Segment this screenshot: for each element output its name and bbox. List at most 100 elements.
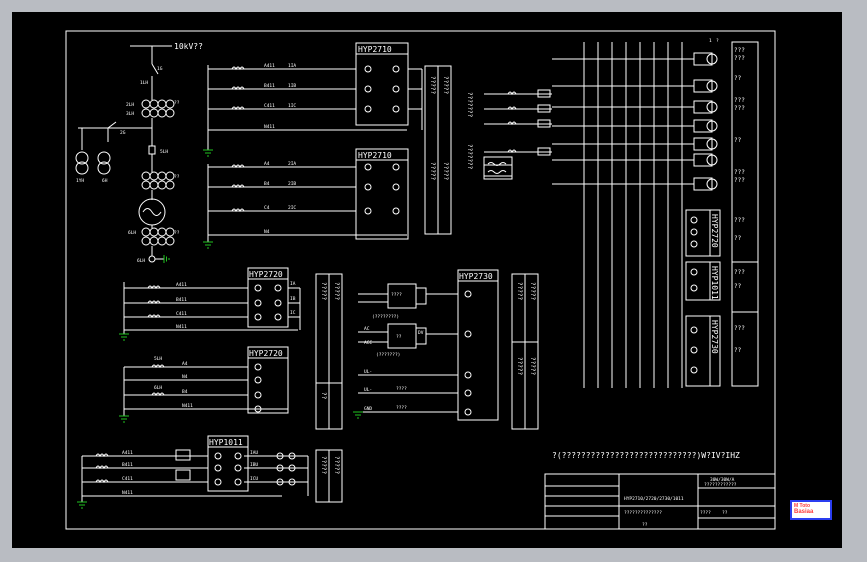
mid-c411: C411 (176, 311, 187, 317)
hyp2710-block-1: A411 B411 C411 N411 1IA 1IB 1IC HYP2710 (203, 42, 423, 157)
wire-a411-label: A411 (264, 63, 275, 69)
terminal-strip-bottom: ????? ????? (315, 449, 343, 503)
rc-14: ?? (734, 347, 742, 354)
converter-1-label: ???? (391, 292, 402, 298)
ref-2ib: 2IB (288, 181, 296, 187)
rc-10: ?? (734, 235, 742, 242)
strip-b-1: ????? (320, 456, 327, 474)
title-qq-2: ?? (642, 522, 648, 528)
rc-7: ??? (734, 169, 745, 176)
ct-group-2-mark: ?? (174, 174, 180, 180)
rc-2: ??? (734, 55, 745, 62)
wire-b411-label: B411 (264, 83, 275, 89)
sig-dv: DV (418, 330, 424, 336)
strip-top-text-3: ????? (429, 162, 436, 180)
drawing-frame (65, 30, 776, 530)
bot-b411: B411 (122, 462, 133, 468)
strip-lm-2: ????? (333, 282, 340, 300)
strip-top-text-4: ????? (442, 162, 449, 180)
mid2-n4: N4 (182, 374, 188, 380)
ct-2lh-label: 2LH (126, 102, 134, 108)
ref-2ia: 2IA (288, 161, 296, 167)
mid-a411: A411 (176, 282, 187, 288)
right-terminal-column: ??? ??? ?? ??? ??? ?? ??? ??? ??? ?? ???… (731, 41, 759, 387)
hyp2720-title-1: HYP2720 (249, 270, 283, 279)
ref-iau: IAU (250, 450, 258, 456)
q4-label-1: ???? (396, 386, 407, 392)
strip-top-text-2: ????? (442, 76, 449, 94)
drawing-note: ?(????????????????????????????)W?IV?IHZ (552, 451, 740, 460)
strip-c-2: ????? (529, 282, 536, 300)
bot-n411: N411 (122, 490, 133, 496)
primary-one-line: 10kV?? 1G 1LH ?? 2LH 3LH 2G 1YH 6H 5LH (75, 42, 203, 264)
mid-n411: N411 (176, 324, 187, 330)
terminal-strip-top: ????? ????? ????? ????? ??????? ??????? (424, 65, 473, 235)
ct-6lh-label: 6LH (128, 230, 136, 236)
rc-12: ?? (734, 283, 742, 290)
cap-left-1: (????????) (372, 314, 399, 320)
title-block: 30W/30W/A ???????????? HYP2710/2720/2730… (544, 473, 776, 530)
ct-label-5lh-mid: 5LH (154, 356, 162, 362)
hyp2710-block-2: A4 B4 C4 N4 2IA 2IB 2IC HYP2710 (203, 148, 409, 249)
sig-acc: ACC (364, 340, 372, 346)
converter-block-2 (387, 323, 417, 349)
ct-group-1-mark: ?? (174, 100, 180, 106)
mid2-n411: N411 (182, 403, 193, 409)
wire-n4-label: N4 (264, 229, 270, 235)
rc-5: ??? (734, 105, 745, 112)
hyp2730-title: HYP2730 (459, 272, 493, 281)
ct-label-6lh-mid: 6LH (154, 385, 162, 391)
ct-3lh-label: 3LH (126, 111, 134, 117)
hyp2730-block: HYP2730 ???? (????????) ?? (???????) AC … (353, 269, 499, 421)
title-q: ???? (700, 510, 711, 516)
title-hdr: 30W/30W/A (710, 477, 735, 483)
cad-viewport[interactable]: 10kV?? 1G 1LH ?? 2LH 3LH 2G 1YH 6H 5LH (12, 12, 842, 548)
pt-6h-label: 6H (102, 178, 108, 184)
wire-n411-label: N411 (264, 124, 275, 130)
cad-logo-badge: M Toto Basiaa (790, 500, 832, 520)
strip-top-text-1: ????? (429, 76, 436, 94)
title-qq: ?? (722, 510, 728, 516)
strip-c-4: ????? (529, 357, 536, 375)
logo-line-1: M Toto (794, 503, 811, 509)
terminal-strip-left-mid: ????? ????? ?? (315, 273, 343, 430)
hyp2720-block-2: 5LH 6LH A4 N4 B4 N411 HYP2720 (119, 346, 289, 423)
pt-1yh-label: 1YH (76, 178, 84, 184)
strip-lm-3: ?? (320, 392, 327, 400)
rc-3: ?? (734, 75, 742, 82)
ref-icu: ICU (250, 476, 258, 482)
bot-a411: A411 (122, 450, 133, 456)
ref-1ic: 1IC (288, 103, 296, 109)
ref-ia: IA (290, 281, 296, 287)
wire-c4-label: C4 (264, 205, 270, 211)
converter-2-label: ?? (396, 334, 402, 340)
right-top-mark-1: 1 (709, 38, 712, 44)
ct-5lh-label: 5LH (160, 149, 168, 155)
ref-ibu: IBU (250, 462, 258, 468)
title-sub: ???????????? (704, 482, 737, 488)
strip-lm-1: ????? (320, 282, 327, 300)
ref-ic: IC (290, 310, 296, 316)
right-hyp1011: HYP1011 (710, 266, 719, 300)
hyp2720-block-1: A411 B411 C411 N411 HYP2720 IA IB IC (119, 267, 301, 341)
meter-input-section: 1 ? (483, 38, 719, 388)
sig-gnd: GND (364, 406, 372, 412)
hyp1011-block: A411 B411 C411 N411 HYP1011 IAU IBU ICU (77, 435, 309, 509)
rc-13: ??? (734, 325, 745, 332)
schematic-drawing: 10kV?? 1G 1LH ?? 2LH 3LH 2G 1YH 6H 5LH (65, 30, 776, 530)
wire-b4-label: B4 (264, 181, 270, 187)
hyp2710-title-1: HYP2710 (358, 45, 392, 54)
sig-ul-2: UL- (364, 387, 372, 393)
strip-c-1: ????? (516, 282, 523, 300)
hyp2720-title-2: HYP2720 (249, 349, 283, 358)
strip-top-right-1: ??????? (466, 92, 473, 118)
strip-b-2: ????? (333, 456, 340, 474)
wire-c411-label: C411 (264, 103, 275, 109)
ct-1lh-label: 1LH (140, 80, 148, 86)
busbar-label: 10kV?? (174, 42, 203, 51)
terminal-strip-center: ????? ????? ????? ????? (511, 273, 539, 430)
mid2-b4: B4 (182, 389, 188, 395)
wire-a4-label: A4 (264, 161, 270, 167)
ct-group-1 (141, 99, 175, 118)
title-desc: ?????????????? (624, 510, 662, 516)
